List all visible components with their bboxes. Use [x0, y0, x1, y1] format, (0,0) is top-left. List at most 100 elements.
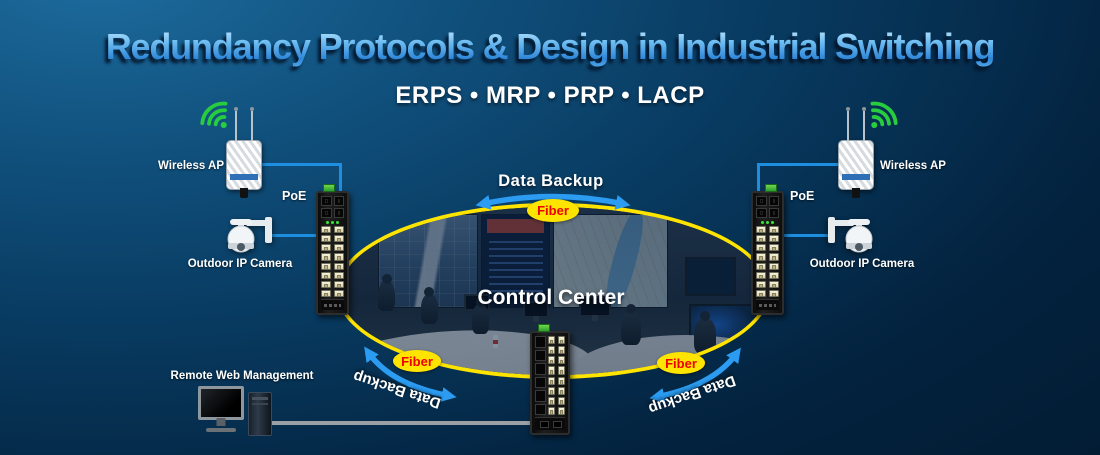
camera-right-label: Outdoor IP Camera: [809, 258, 915, 270]
rj45-element: [756, 244, 766, 252]
sslot-element: [535, 336, 546, 348]
link-ap-left-horizontal: [260, 163, 342, 166]
wireless-ap-left-device: [226, 107, 262, 198]
data-backup-label-right: Data Backup: [646, 371, 738, 418]
rj45-element: [558, 376, 565, 385]
rj45-element: [321, 244, 331, 252]
rj45-element: [321, 280, 331, 288]
power-terminal: [323, 184, 335, 192]
rj45-element: [548, 396, 555, 405]
rj45-element: [321, 253, 331, 261]
link-camera-left: [270, 234, 318, 237]
status-leds: [756, 221, 779, 224]
rj45-element: [558, 366, 565, 375]
sfp-element: [756, 208, 767, 218]
rj45-element: [756, 262, 766, 270]
rj45-element: [769, 235, 779, 243]
rj45-element: [334, 244, 344, 252]
poe-left-label: PoE: [282, 189, 307, 203]
rj45-element: [756, 253, 766, 261]
rj45-element: [558, 406, 565, 415]
sfp-element: [333, 196, 344, 206]
rj45-element: [548, 386, 555, 395]
rj45-element: [769, 262, 779, 270]
ethernet-ports: [321, 226, 344, 297]
uplink-slots: [535, 417, 565, 430]
industrial-switch-bottom: [530, 324, 570, 435]
rj45-element: [548, 376, 555, 385]
link-camera-right: [782, 234, 830, 237]
antenna-icon: [862, 107, 866, 141]
switch-base: [756, 299, 779, 310]
sslot-element: [535, 390, 546, 402]
rj45-element: [334, 226, 344, 234]
link-management-pc: [268, 421, 536, 425]
sfp-element: [756, 196, 767, 206]
wireless-ap-right-device: [838, 107, 874, 198]
page-title: Redundancy Protocols & Design in Industr…: [0, 26, 1100, 68]
rj45-element: [558, 356, 565, 365]
rj45-element: [769, 280, 779, 288]
industrial-switch-right: [751, 184, 784, 315]
rj45-element: [334, 280, 344, 288]
rj45-element: [321, 235, 331, 243]
rj45-element: [558, 396, 565, 405]
rj45-element: [548, 356, 555, 365]
protocols-subtitle: ERPS • MRP • PRP • LACP: [395, 82, 705, 109]
rj45-element: [548, 336, 555, 345]
data-backup-label-top: Data Backup: [498, 172, 604, 190]
fiber-badge-bottom-left: Fiber: [393, 350, 441, 372]
sfp-element: [333, 208, 344, 218]
rj45-element: [756, 235, 766, 243]
antenna-icon: [846, 107, 850, 141]
rj45-element: [769, 226, 779, 234]
rj45-element: [321, 262, 331, 270]
switch-chassis: [316, 191, 349, 315]
ap-connector: [240, 188, 248, 198]
pc-tower: [248, 392, 272, 436]
sfp-element: [768, 196, 779, 206]
rj45-element: [334, 289, 344, 297]
management-pc: [198, 384, 278, 440]
sfp-element: [321, 208, 332, 218]
status-leds: [321, 221, 344, 224]
led-element: [326, 221, 329, 224]
management-label: Remote Web Management: [170, 370, 314, 382]
power-terminal: [765, 184, 777, 192]
wireless-ap-right-label: Wireless AP: [880, 160, 946, 172]
rj45-element: [548, 346, 555, 355]
ethernet-ports: [756, 226, 779, 297]
pc-monitor: [198, 386, 244, 420]
rj45-element: [558, 346, 565, 355]
rj45-element: [321, 226, 331, 234]
ap-brand-band: [230, 174, 258, 180]
rj45-element: [548, 366, 555, 375]
wifi-signal-icon: [200, 101, 228, 129]
sfp-slots: [321, 196, 344, 218]
rj45-element: [558, 386, 565, 395]
sslot-element: [535, 376, 546, 388]
rj45-element: [769, 244, 779, 252]
led-element: [336, 221, 339, 224]
power-terminal: [538, 324, 550, 332]
antenna-icon: [250, 107, 254, 141]
rj45-element: [769, 271, 779, 279]
link-ap-left-vertical: [339, 163, 342, 193]
sfp-element: [768, 208, 779, 218]
sslot-element: [535, 349, 546, 361]
link-ap-right-vertical: [757, 163, 760, 193]
led-element: [771, 221, 774, 224]
sslot-element: [535, 363, 546, 375]
rj45-element: [769, 253, 779, 261]
fslot-element: [553, 420, 562, 428]
camera-left-label: Outdoor IP Camera: [187, 258, 293, 270]
switch-chassis: [751, 191, 784, 315]
rj45-element: [756, 289, 766, 297]
sfp-slots: [756, 196, 779, 218]
wifi-signal-icon: [870, 101, 898, 129]
fiber-badge-top: Fiber: [527, 199, 579, 222]
ip-camera-right: [828, 217, 873, 253]
industrial-switch-left: [316, 184, 349, 315]
fiber-badge-bottom-right: Fiber: [657, 352, 705, 374]
